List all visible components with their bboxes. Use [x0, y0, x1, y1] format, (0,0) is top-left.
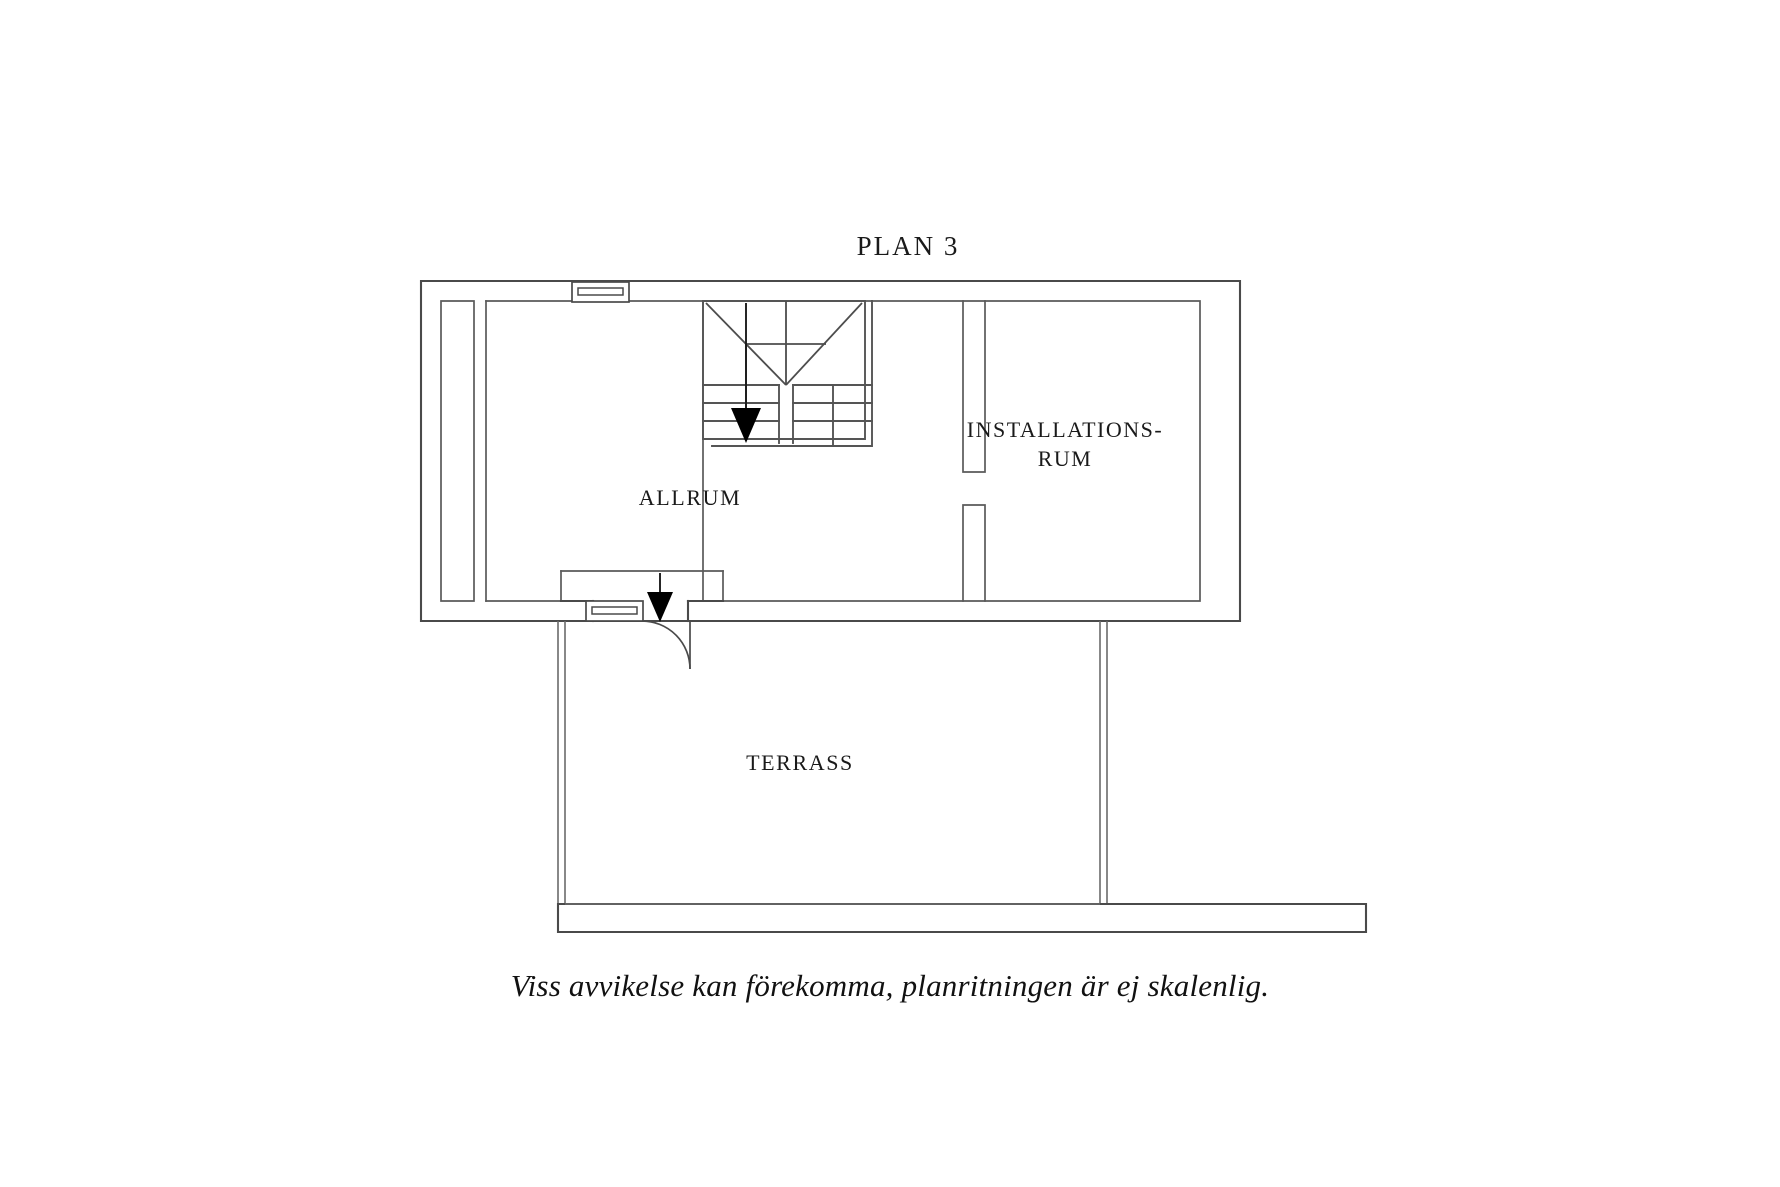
window-bottom-icon — [585, 600, 644, 622]
entry-down-arrow-icon — [647, 573, 673, 622]
partition-wall-allrum-installations — [702, 300, 986, 602]
stair-down-arrow-icon — [731, 303, 761, 443]
disclaimer-text: Viss avvikelse kan förekomma, planritnin… — [510, 968, 1270, 1003]
terrace-area — [556, 621, 1368, 934]
door-swing-icon — [641, 620, 691, 670]
room-label-terrass: TERRASS — [746, 750, 854, 775]
left-shaft — [440, 300, 475, 602]
page-title: PLAN 3 — [856, 231, 960, 261]
room-label-allrum: ALLRUM — [638, 485, 742, 510]
staircase — [702, 300, 873, 447]
building-inner-wall-face — [485, 300, 704, 602]
window-top-icon — [571, 281, 630, 303]
room-installationsrum — [984, 300, 1201, 602]
building-outer-wall — [419, 279, 1242, 623]
room-label-installationsrum: INSTALLATIONS- RUM — [966, 417, 1164, 472]
